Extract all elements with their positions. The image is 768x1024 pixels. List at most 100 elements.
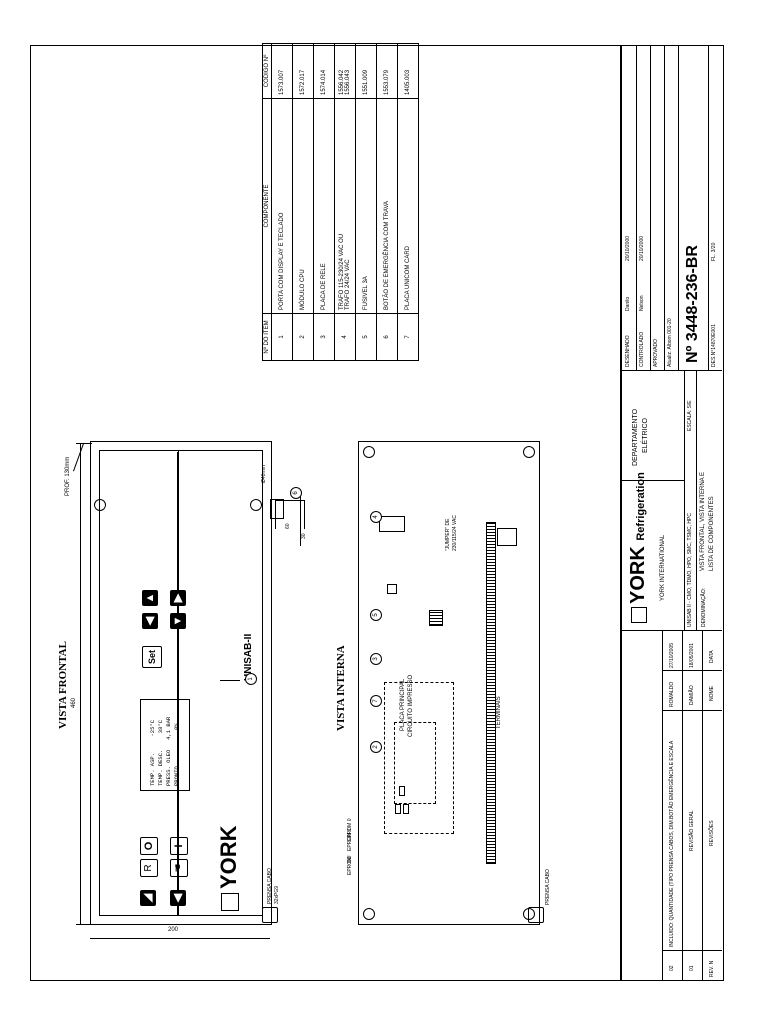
jumper-block <box>497 528 517 546</box>
tb-replaces: Atualiz. Albom 001-20 <box>667 318 673 367</box>
gland-spec: 32xPG9 <box>274 885 280 904</box>
tb-denom-label: DENOMINAÇÃO: <box>701 587 707 627</box>
tb-designed-label: DESENHADO <box>625 335 631 367</box>
rev-header-date: DATA <box>709 650 715 663</box>
height-dimension-line <box>90 938 270 939</box>
mounting-hole <box>523 446 535 458</box>
row-component: MÓDULO CPU <box>292 98 314 314</box>
eprom-chip <box>403 804 409 814</box>
header-component: COMPONENTE <box>262 98 272 314</box>
component-line: FUSIVEL 3A <box>363 276 369 310</box>
row-component: PORTA COM DISPLAY E TECLADO <box>271 98 293 314</box>
row-component: PLACA UNICOM CARD <box>397 98 419 314</box>
cable-gland-icon <box>528 907 544 923</box>
lcd-line-2: TEMP. DESC. 38°C <box>157 719 164 786</box>
rev-01-date: 18/05/2001 <box>689 642 695 668</box>
code-line: 1572.017 <box>300 69 306 95</box>
row-item: 7 <box>397 313 419 361</box>
tb-checked-date: 20/10/2000 <box>639 235 645 261</box>
tb-york-logo: YORK Refrigeration <box>627 472 649 623</box>
mounting-hole <box>94 499 106 511</box>
front-view-title: VISTA FRONTAL <box>57 641 69 729</box>
tb-checked-by: Nelson <box>639 295 645 311</box>
arrow-left-key: ◀ <box>170 890 186 906</box>
tb-department-2: ELÉTRICO <box>642 417 649 453</box>
drawing-sheet: VISTA FRONTAL 460 PROF. 130mm 200 ◀ ◢ R … <box>30 43 725 981</box>
callout-3: 3 <box>370 653 382 665</box>
rev-header-rev: REV. N <box>709 960 715 977</box>
header-item: Nº DO ITEM <box>262 313 272 361</box>
row-code: 1551.009 <box>355 43 377 99</box>
callout-5: 5 <box>370 609 382 621</box>
eprom-label-1: EPROM 1 <box>347 828 353 851</box>
rev-01-number: 01 <box>689 965 695 971</box>
component-line: PLACA UNICOM CARD <box>405 245 411 310</box>
rev-02-text: INCLUIDO: QUANTIDADE (TIPO PRENSA CABOS,… <box>669 740 675 947</box>
approvals-sep <box>650 46 651 371</box>
component-line: MÓDULO CPU <box>300 269 306 310</box>
gland-label-2: PRENSA CABO <box>545 869 551 905</box>
row-code: 1572.017 <box>292 43 314 99</box>
cable-gland-icon <box>262 907 278 923</box>
rev-02-name: ROMALDO <box>669 681 675 707</box>
depth-label: PROF. 130mm <box>65 456 71 496</box>
company-area: YORK Refrigeration YORK INTERNATIONAL UN… <box>622 370 722 631</box>
rev-header-line <box>702 631 703 981</box>
component-line: PORTA COM DISPLAY E TECLADO <box>279 212 285 310</box>
terminals-label: TERMINAIS <box>496 696 502 729</box>
code-line: 1551.009 <box>363 69 369 95</box>
eprom-chip <box>395 804 401 814</box>
york-mark-icon <box>630 607 647 623</box>
front-height-dimension: 200 <box>167 926 179 933</box>
dim-60-label: 60 <box>285 523 291 529</box>
eprom-label-2: EPROM <box>347 856 353 875</box>
tb-checked-label: CONTROLADO <box>639 331 645 367</box>
row-code: 1574.014 <box>313 43 335 99</box>
gland-label: PRENSA CABO <box>267 868 273 904</box>
jumper-label-2: 230/115/24 VAC <box>452 515 458 551</box>
transformer-block <box>379 516 405 532</box>
row-item: 1 <box>271 313 293 361</box>
code-line: 1553.079 <box>384 69 390 95</box>
terminal-strip <box>486 522 496 864</box>
york-logo: YORK <box>216 825 241 911</box>
lcd-display: TEMP. ASP. -25°C TEMP. DESC. 38°C PRESS.… <box>140 699 190 791</box>
approvals-sep <box>664 46 665 371</box>
rev-col-sep <box>662 950 722 951</box>
component-line: BOTÃO DE EMERGÊNCIA COM TRAVA <box>384 200 390 310</box>
title-block: REV. N REVISÕES NOME DATA 01 REVISÃO GER… <box>622 46 722 981</box>
york-mark-icon <box>221 893 240 911</box>
row-component: FUSIVEL 3A <box>355 98 377 314</box>
hand-key: ☚ <box>170 859 188 877</box>
diameter-label: Ø40mm <box>261 465 267 483</box>
row-item: 2 <box>292 313 314 361</box>
lcd-line-1: TEMP. ASP. -25°C <box>149 719 156 786</box>
row-item: 4 <box>334 313 356 361</box>
arrow-down-2-key: ◀ <box>142 613 158 629</box>
arrow-up-left-key: ◢ <box>140 890 156 906</box>
board-label-1: PLACA PRINCIPAL <box>400 678 406 731</box>
rev-col-sep <box>662 670 722 671</box>
header-code: CODIGO Nº <box>262 43 272 99</box>
internal-view-title: VISTA INTERNA <box>335 645 347 731</box>
approvals-sep <box>678 46 679 371</box>
tb-denom-1: VISTA FRONTAL, VISTA INTERNA E <box>700 471 706 571</box>
rev-02-number: 02 <box>669 965 675 971</box>
row-item: 6 <box>376 313 398 361</box>
row-item: 5 <box>355 313 377 361</box>
key-r: R <box>140 859 158 877</box>
key-o: O <box>140 837 158 855</box>
tb-sheet: FL. 3/20 <box>711 242 717 261</box>
relay-block <box>429 610 443 626</box>
tb-drawing-number: Nº 3448-236-BR <box>684 245 701 363</box>
company-sep <box>684 371 685 631</box>
code-line: 1556.043 <box>345 69 351 95</box>
table-row: 2 MÓDULO CPU 1572.017 <box>292 43 314 361</box>
